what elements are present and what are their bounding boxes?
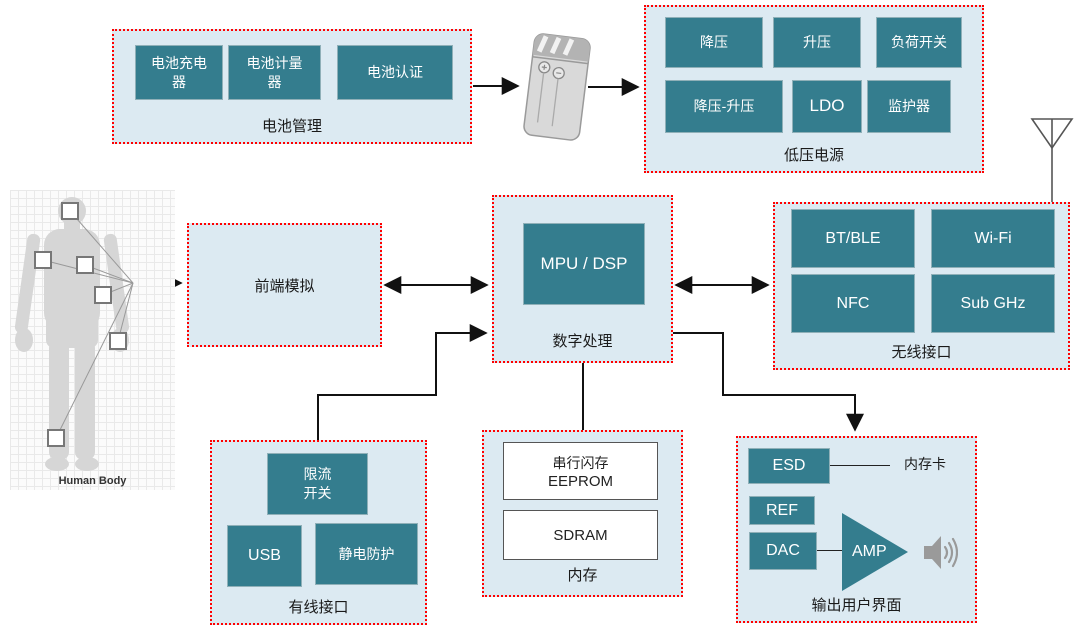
esd-protection-block: 静电防护 [315, 523, 418, 585]
esd-block: ESD [748, 448, 830, 484]
human-body-caption: Human Body [58, 475, 127, 487]
digital-processing-panel: MPU / DSP 数字处理 [492, 195, 673, 363]
sdram-block: SDRAM [503, 510, 658, 560]
amp-triangle: AMP [842, 513, 912, 591]
memory-panel: 串行闪存 EEPROM SDRAM 内存 [482, 430, 683, 597]
wired-interface-label: 有线接口 [288, 600, 349, 616]
nfc-block: NFC [791, 274, 915, 333]
eeprom-label: EEPROM [547, 472, 613, 490]
load-switch-block: 负荷开关 [876, 17, 962, 68]
memory-card-label: 内存卡 [904, 458, 946, 473]
ref-block: REF [749, 496, 815, 525]
human-silhouette [14, 197, 134, 471]
battery-management-panel: 电池充电 器 电池计量 器 电池认证 电池管理 [112, 29, 472, 144]
battery-icon [523, 33, 591, 141]
antenna-icon [1030, 118, 1074, 202]
mpu-dsp-block: MPU / DSP [523, 223, 645, 305]
serial-flash-label: 串行闪存 [552, 456, 609, 472]
memory-label: 内存 [567, 568, 598, 584]
output-user-interface-label: 输出用户界面 [811, 598, 902, 614]
battery-management-label: 电池管理 [261, 119, 322, 135]
bt-ble-block: BT/BLE [791, 209, 915, 268]
esd-memory-card-wire [830, 465, 890, 466]
analog-front-end-label: 前端模拟 [254, 278, 315, 295]
wireless-interface-label: 无线接口 [891, 345, 952, 361]
wired-interface-panel: 限流 开关 USB 静电防护 有线接口 [210, 440, 427, 625]
low-voltage-power-panel: 降压 升压 负荷开关 降压-升压 LDO 监护器 低压电源 [644, 5, 984, 173]
sub-ghz-block: Sub GHz [931, 274, 1055, 333]
speaker-icon [924, 536, 958, 569]
current-limit-switch-block: 限流 开关 [267, 453, 368, 515]
battery-charger-block: 电池充电 器 [135, 45, 223, 100]
battery-gauge-block: 电池计量 器 [228, 45, 321, 100]
sdram-label: SDRAM [553, 526, 608, 544]
human-body-figure: Human Body [10, 190, 175, 490]
battery-authentication-block: 电池认证 [337, 45, 453, 100]
wireless-interface-panel: BT/BLE Wi-Fi NFC Sub GHz 无线接口 [773, 202, 1070, 370]
usb-block: USB [227, 525, 302, 587]
dac-amp-wire [817, 550, 844, 551]
analog-front-end-panel: 前端模拟 [187, 223, 382, 347]
buck-block: 降压 [665, 17, 763, 68]
body-sensor-nodes [34, 202, 127, 447]
supervisor-block: 监护器 [867, 80, 951, 133]
low-voltage-power-label: 低压电源 [783, 148, 844, 164]
digital-processing-label: 数字处理 [552, 334, 613, 350]
output-user-interface-panel: ESD 内存卡 REF DAC AMP 输出用户界面 [736, 436, 977, 623]
wifi-block: Wi-Fi [931, 209, 1055, 268]
amp-label: AMP [852, 543, 887, 560]
serial-flash-eeprom-block: 串行闪存 EEPROM [503, 442, 658, 500]
ldo-block: LDO [792, 80, 862, 133]
buck-boost-block: 降压-升压 [665, 80, 783, 133]
boost-block: 升压 [773, 17, 861, 68]
dac-block: DAC [749, 532, 817, 570]
